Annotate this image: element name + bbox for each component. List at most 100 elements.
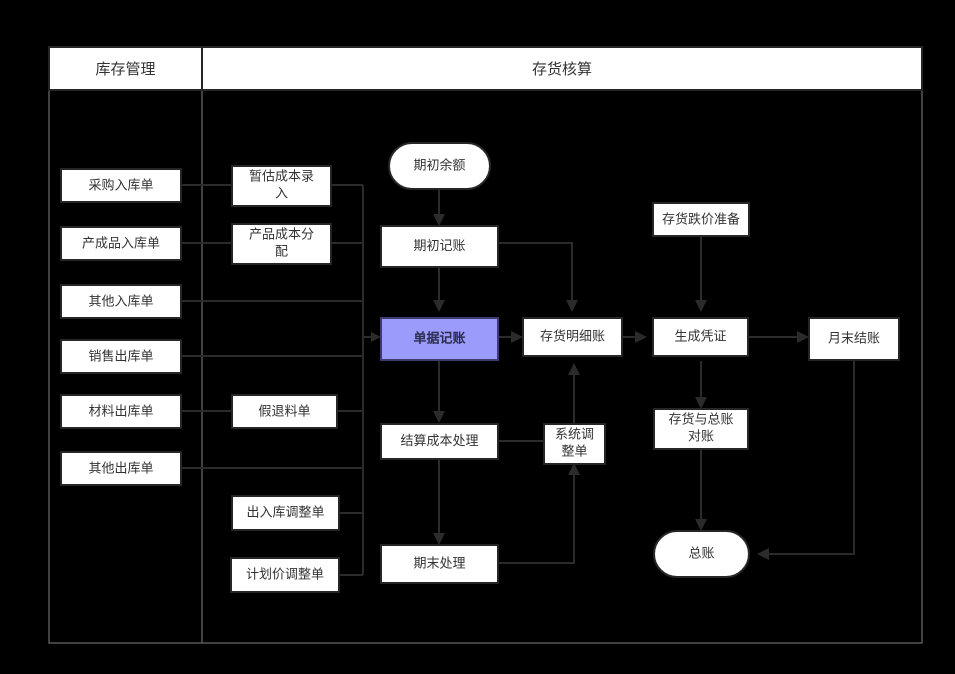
node-label: 假退料单 [258,405,310,420]
node-label: 总账 [688,547,714,562]
header-right-label: 存货核算 [532,60,592,78]
arrowhead-period-end-to-system-adj [568,463,580,475]
node-label: 期初记账 [413,239,465,254]
node-box[interactable] [522,317,623,357]
node-planned-price-adjustment[interactable]: 计划价调整单 [230,557,340,593]
node-opening-posting[interactable]: 期初记账 [380,225,499,268]
node-label-line2: 对账 [688,430,714,445]
node-label: 生成凭证 [674,330,726,345]
node-system-adjustment[interactable]: 系统调 整单 [543,423,606,465]
edge-opening-posting-to-ledger [498,242,573,303]
arrowhead-ledger-to-voucher-gen [635,331,647,343]
arrowhead-system-adj-to-ledger [568,363,580,375]
node-box[interactable] [60,168,182,203]
node-sales-out[interactable]: 销售出库单 [60,339,182,374]
arrowhead-reconciliation-to-gl [695,519,707,531]
node-box[interactable] [231,394,338,429]
node-generate-voucher[interactable]: 生成凭证 [652,317,749,357]
header-right-cell [201,46,923,91]
node-label: 其他出库单 [88,461,153,477]
node-label-line1: 存货与总账 [668,412,733,428]
node-label: 结算成本处理 [400,434,478,449]
diagram-frame [48,47,923,644]
edge-period-end-to-system-adj [498,472,575,564]
arrowhead-opening-posting-to-ledger [566,300,578,312]
node-label: 采购入库单 [88,178,153,194]
node-box[interactable] [380,423,499,460]
node-label: 销售出库单 [88,349,153,365]
node-label-line2: 配 [275,245,288,260]
header-left-label: 库存管理 [95,60,155,78]
node-period-end-processing[interactable]: 期末处理 [380,544,499,584]
node-box[interactable] [60,284,182,319]
node-label-line2: 入 [275,187,288,202]
node-box[interactable] [231,223,332,265]
node-box[interactable] [380,225,499,268]
arrowhead-voucher-gen-to-reconciliation [695,397,707,409]
node-box[interactable] [60,394,182,429]
node-label: 计划价调整单 [246,568,324,583]
node-box[interactable] [231,165,332,207]
node-label: 期末处理 [413,557,465,572]
arrowhead-settlement-to-period-end [433,533,445,545]
node-label: 期初余额 [413,158,465,174]
node-finished-in[interactable]: 产成品入库单 [60,226,182,261]
arrowhead-opening-posting-to-voucher [433,300,445,312]
node-box[interactable] [388,142,491,190]
node-product-cost-allocation[interactable]: 产品成本分 配 [231,223,332,265]
node-estimated-cost-entry[interactable]: 暂估成本录 入 [231,165,332,207]
node-opening-balance[interactable]: 期初余额 [388,142,491,190]
node-box[interactable] [652,317,749,357]
node-inventory-gl-reconciliation[interactable]: 存货与总账 对账 [653,408,749,450]
node-settlement-cost-processing[interactable]: 结算成本处理 [380,423,499,460]
node-general-ledger[interactable]: 总账 [653,530,750,578]
node-box[interactable] [60,339,182,374]
node-box[interactable] [653,530,750,578]
arrowhead-impairment-to-voucher-gen [695,300,707,312]
node-label-line2: 整单 [561,445,587,460]
node-material-out[interactable]: 材料出库单 [60,394,182,429]
edges-left-bus [181,184,381,576]
node-label: 其他入库单 [88,294,153,310]
node-box[interactable] [380,317,499,361]
node-label: 月末结账 [828,332,880,347]
node-box[interactable] [808,317,900,361]
node-label: 存货跌价准备 [662,212,740,228]
edges-center [433,189,580,564]
node-box[interactable] [230,557,340,593]
node-purchase-in[interactable]: 采购入库单 [60,168,182,203]
node-box[interactable] [543,423,606,465]
header-left: 库存管理 [48,46,203,91]
node-box[interactable] [652,202,750,237]
node-month-end-closing[interactable]: 月末结账 [808,317,900,361]
node-voucher-posting[interactable]: 单据记账 [380,317,499,361]
node-box[interactable] [231,495,340,531]
edges-right [622,236,855,560]
node-fake-return-material[interactable]: 假退料单 [231,394,338,429]
node-box[interactable] [653,408,749,450]
node-inventory-ledger[interactable]: 存货明细账 [522,317,623,357]
node-label: 产成品入库单 [82,236,160,252]
frame-outline [48,47,923,644]
node-box[interactable] [60,451,182,486]
arrowhead-month-end-to-gl [757,548,769,560]
node-box[interactable] [380,544,499,584]
node-box[interactable] [60,226,182,261]
node-label: 材料出库单 [88,404,153,420]
node-label-line1: 产品成本分 [249,228,314,243]
arrowhead-bus-to-voucher-posting [371,332,381,342]
node-label-line1: 系统调 [555,428,594,443]
node-label: 存货明细账 [540,329,605,345]
node-inventory-impairment[interactable]: 存货跌价准备 [652,202,750,237]
node-label: 出入库调整单 [246,505,324,521]
node-inout-adjustment[interactable]: 出入库调整单 [231,495,340,531]
arrowhead-voucher-to-settlement [433,411,445,423]
arrowhead-voucher-to-ledger [511,331,523,343]
arrowhead-voucher-gen-to-month-end [797,331,809,343]
node-other-out[interactable]: 其他出库单 [60,451,182,486]
arrowhead-opening-balance-to-posting [433,214,445,226]
header-right: 存货核算 [201,46,923,91]
node-other-in[interactable]: 其他入库单 [60,284,182,319]
